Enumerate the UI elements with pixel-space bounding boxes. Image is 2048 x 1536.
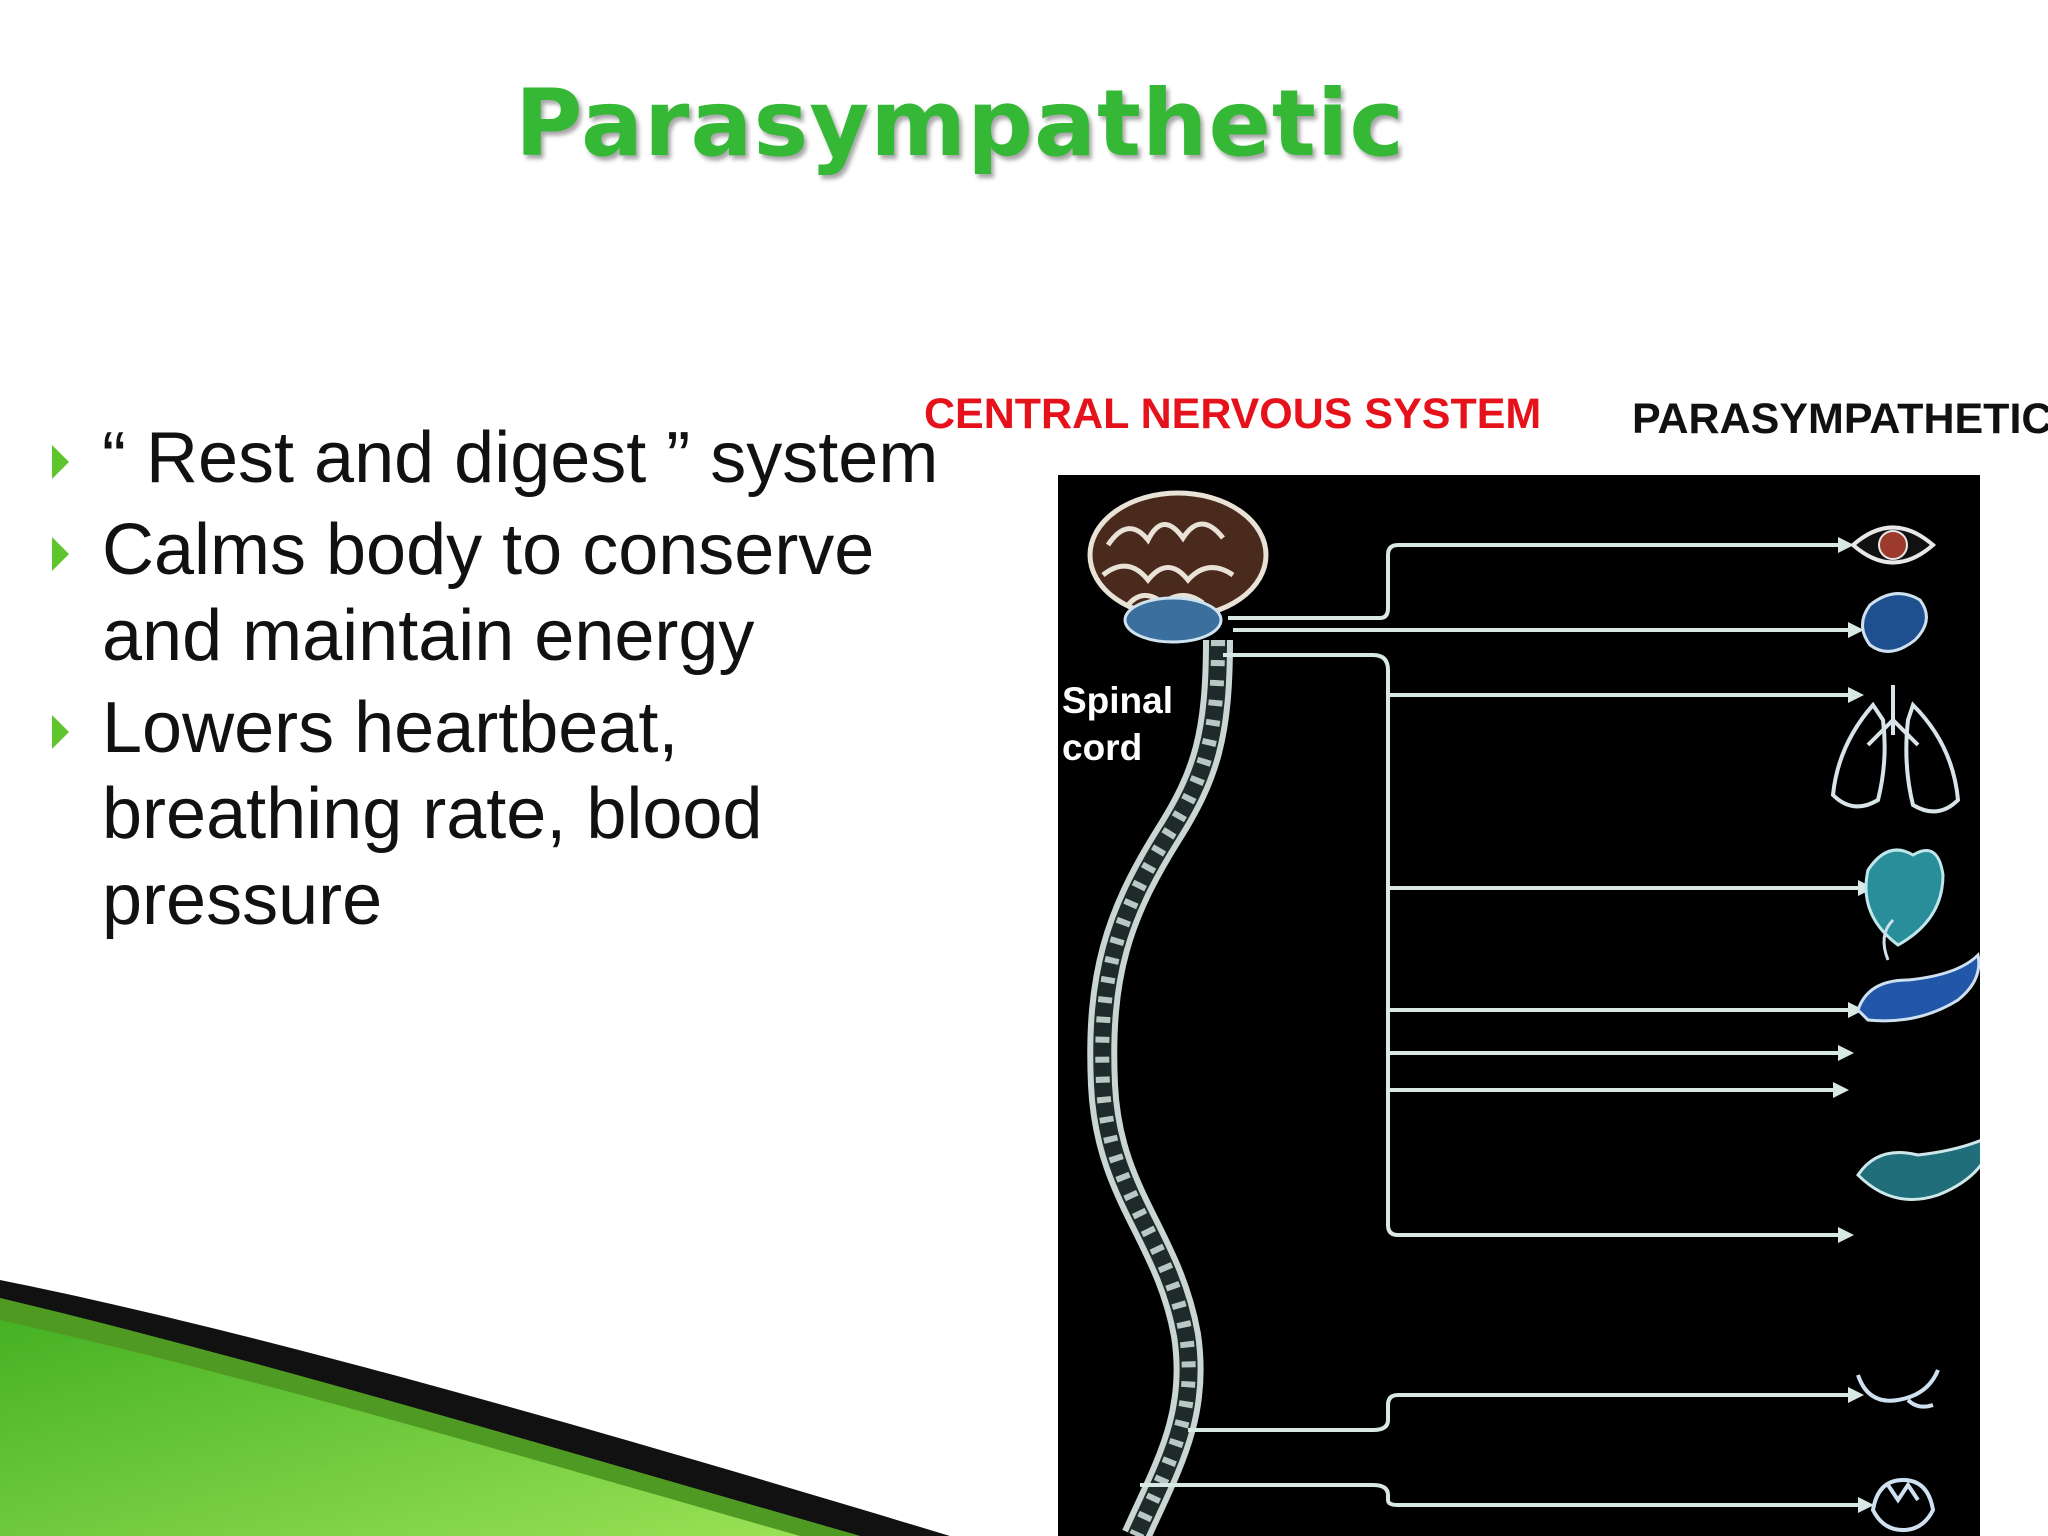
nervous-system-diagram [1058, 475, 1980, 1536]
bullet-item: Calms body to conserve and maintain ener… [40, 507, 980, 679]
stomach-icon [1856, 918, 1980, 1023]
cns-heading: CENTRAL NERVOUS SYSTEM [924, 390, 1542, 438]
green-swoosh-decoration [0, 1280, 950, 1536]
heart-icon [1864, 848, 1945, 947]
bullet-text: Lowers heartbeat, breathing rate, blood … [102, 688, 763, 940]
triangle-bullet-icon [52, 445, 69, 479]
triangle-bullet-icon [52, 715, 69, 749]
brain-icon [1087, 490, 1269, 644]
nerve-lines [1140, 543, 1858, 1507]
slide-title: Parasympathetic [515, 70, 1405, 177]
spinal-cord [1087, 639, 1233, 1536]
liver-icon [1856, 1139, 1980, 1201]
lungs-icon [1830, 685, 1961, 814]
parasympathetic-heading: PARASYMPATHETIC [1632, 395, 2048, 443]
gallbladder-label: Gallbladder [0, 0, 183, 41]
nerve-pathways-drawing [1087, 490, 1980, 1536]
bladder-icon [1870, 1477, 1936, 1533]
spinal-cord-label: Spinal cord [1062, 680, 1174, 768]
bullet-item: Lowers heartbeat, breathing rate, blood … [40, 685, 980, 943]
bullet-text: Calms body to conserve and maintain ener… [102, 510, 875, 676]
eye-icon [1849, 525, 1937, 565]
bullet-item: “ Rest and digest ” system [40, 415, 980, 501]
salivary-gland-icon [1861, 592, 1928, 653]
triangle-bullet-icon [52, 537, 69, 571]
bullet-text: “ Rest and digest ” system [102, 418, 939, 498]
intestine-icon [1856, 1369, 1940, 1409]
nerve-arrowheads [1833, 537, 1874, 1513]
bullet-list: “ Rest and digest ” system Calms body to… [40, 415, 980, 949]
